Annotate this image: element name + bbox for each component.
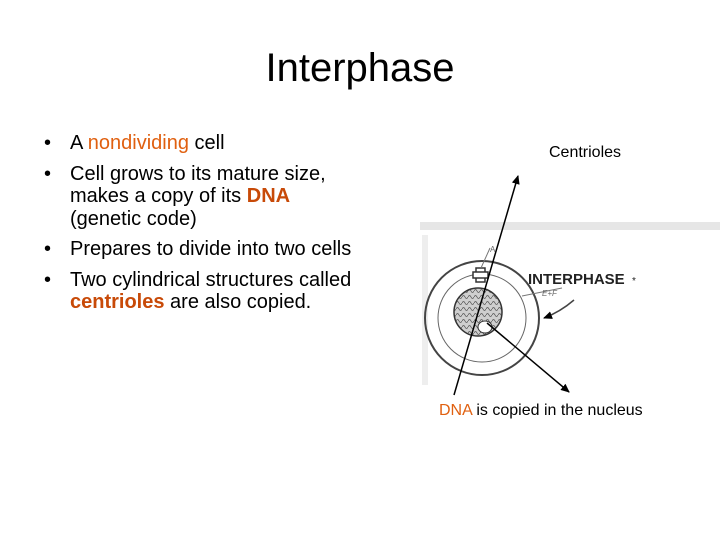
phase-label-star: * xyxy=(632,276,636,287)
phase-label: INTERPHASE xyxy=(528,271,625,288)
scan-shadow xyxy=(420,222,720,230)
bullet-item: • Cell grows to its mature size, makes a… xyxy=(44,163,364,231)
dna-label-rest: is copied in the nucleus xyxy=(471,402,643,419)
highlight-term: DNA xyxy=(246,185,291,207)
pointer-line xyxy=(480,247,491,269)
bullet-item: • Prepares to divide into two cells xyxy=(44,238,364,261)
centrioles-label: Centrioles xyxy=(549,144,622,161)
bullet-text: Two cylindrical structures called xyxy=(70,268,352,291)
dna-term: DNA xyxy=(439,402,472,419)
bullet-text: Prepares to divide into two cells xyxy=(70,238,352,260)
bullet-text: Cell grows to its mature size, makes a c… xyxy=(70,162,326,208)
bullet-item: • A nondividing cell xyxy=(44,132,364,155)
bullet-text: are also copied. xyxy=(164,291,312,313)
pointer-line xyxy=(521,287,563,297)
highlight-term: nondividing xyxy=(87,132,189,154)
bullet-dot: • xyxy=(44,162,52,185)
bullet-text: A xyxy=(70,132,88,154)
bullet-text: cell xyxy=(189,132,225,154)
figure-label-a: A xyxy=(490,245,496,254)
bullet-text: (genetic code) xyxy=(70,207,197,230)
bullet-list: • A nondividing cell • Cell grows to its… xyxy=(44,132,364,322)
bullet-dot: • xyxy=(44,268,52,291)
dna-copied-label: DNA is copied in the nucleus xyxy=(439,401,643,421)
centriole-icon xyxy=(472,267,489,283)
highlight-term: centrioles xyxy=(70,291,165,313)
bullet-dot: • xyxy=(44,132,52,154)
cell-membrane xyxy=(424,260,540,376)
slide-title: Interphase xyxy=(265,46,455,90)
bullet-item: • Two cylindrical structures called cent… xyxy=(44,269,364,314)
nucleolus xyxy=(477,320,493,334)
figure-label-ef: E+F xyxy=(542,289,558,298)
bullet-dot: • xyxy=(44,238,52,260)
arrow-to-centrioles xyxy=(453,175,520,396)
arrow-to-dna-label xyxy=(486,322,570,393)
cycle-arrow xyxy=(543,299,575,319)
